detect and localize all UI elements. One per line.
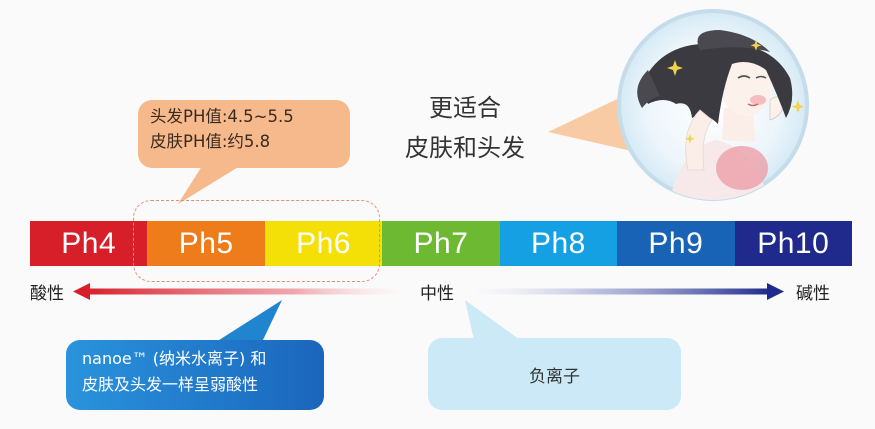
headline: 更适合 皮肤和头发 xyxy=(395,88,535,168)
ph-value-callout: 头发PH值:4.5~5.5 皮肤PH值:约5.8 xyxy=(138,100,350,168)
ph-segment-7: Ph7 xyxy=(382,221,500,266)
woman-portrait-illustration xyxy=(617,9,809,201)
acid-label: 酸性 xyxy=(30,284,64,304)
alkali-label: 碱性 xyxy=(796,284,830,304)
hair-ph-text: 头发PH值:4.5~5.5 xyxy=(150,107,294,126)
callout-nanoe-tail xyxy=(216,300,282,342)
headline-line-2: 皮肤和头发 xyxy=(405,134,525,162)
ph-scale-bar: Ph4 Ph5 Ph6 Ph7 Ph8 Ph9 Ph10 xyxy=(30,221,852,266)
nanoe-text-line-1: nanoe™ (纳米水离子) 和 xyxy=(82,349,267,368)
ph-segment-6: Ph6 xyxy=(264,221,383,266)
callout-ion-tail xyxy=(465,300,520,340)
negative-ion-text: 负离子 xyxy=(529,366,580,387)
ph-segment-9: Ph9 xyxy=(617,221,735,266)
nanoe-text-line-2: 皮肤及头发一样呈弱酸性 xyxy=(82,375,259,394)
skin-hair-range-highlight xyxy=(133,200,380,282)
headline-line-1: 更适合 xyxy=(429,94,501,122)
callout-ph-tail xyxy=(178,166,240,204)
neutral-label: 中性 xyxy=(420,284,454,304)
alkali-arrow xyxy=(470,283,784,300)
ph-segment-5: Ph5 xyxy=(147,221,265,266)
ph-segment-10: Ph10 xyxy=(734,221,852,266)
ph-segment-4: Ph4 xyxy=(30,221,148,266)
nanoe-callout: nanoe™ (纳米水离子) 和 皮肤及头发一样呈弱酸性 xyxy=(66,340,324,410)
ph-segment-8: Ph8 xyxy=(499,221,618,266)
portrait-wedge xyxy=(548,92,636,152)
acid-arrow xyxy=(73,283,406,300)
skin-ph-text: 皮肤PH值:约5.8 xyxy=(150,132,271,151)
negative-ion-callout: 负离子 xyxy=(428,338,681,410)
